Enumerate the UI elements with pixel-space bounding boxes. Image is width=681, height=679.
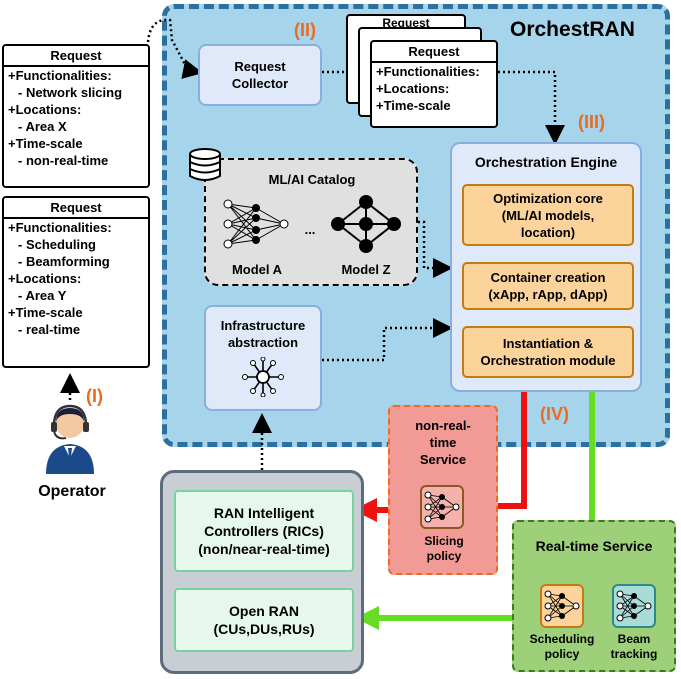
- arrow-infra-to-engine: [322, 318, 453, 362]
- request-collector: Request Collector: [198, 44, 322, 106]
- request-header: Request: [372, 42, 496, 63]
- request-line: +Functionalities:: [8, 220, 112, 235]
- arrow-catalog-to-engine: [418, 220, 453, 278]
- request-line: - non-real-time: [18, 153, 109, 168]
- scheduling-policy-box: [540, 584, 584, 628]
- request-line: +Functionalities:: [376, 64, 480, 79]
- engine-title: Orchestration Engine: [474, 154, 618, 170]
- request-line: +Time-scale: [8, 305, 83, 320]
- request-line: - Area X: [18, 119, 67, 134]
- beam-tracking-label: Beam tracking: [610, 632, 658, 661]
- stacked-request-header: Request: [382, 16, 430, 30]
- model-a-label: Model A: [231, 262, 283, 277]
- request-line: - Network slicing: [18, 85, 123, 100]
- request-line: - real-time: [18, 322, 81, 337]
- scheduling-policy-label: Scheduling policy: [529, 632, 595, 661]
- arrow-request-to-collector: [146, 18, 203, 79]
- request-line: - Scheduling: [18, 237, 96, 252]
- network-hub-icon: [242, 357, 284, 397]
- slicing-policy-label: Slicing policy: [424, 534, 464, 563]
- optimization-core-module: Optimization core (ML/AI models, locatio…: [462, 184, 634, 246]
- operator-icon: [46, 404, 94, 474]
- neural-network-icon: [424, 491, 460, 523]
- infrastructure-label: Infrastructure abstraction: [220, 318, 306, 350]
- request-lines: +Functionalities: +Locations: +Time-scale: [372, 63, 496, 114]
- request-card-1: Request +Functionalities: - Network slici…: [2, 44, 150, 188]
- request-header: Request: [4, 46, 148, 67]
- label-iii: (III): [578, 112, 605, 132]
- open-ran: Open RAN (CUs,DUs,RUs): [174, 588, 354, 652]
- stacked-request-front: Request +Functionalities: +Locations: +Tim…: [370, 40, 498, 128]
- label-iv: (IV): [540, 404, 569, 424]
- model-z-label: Model Z: [341, 262, 391, 277]
- neural-network-icon: [331, 195, 401, 253]
- request-line: +Locations:: [8, 271, 82, 286]
- rt-service-title: Real-time Service: [535, 538, 653, 554]
- label-i: (I): [86, 386, 103, 406]
- neural-network-icon: [544, 590, 580, 622]
- ran-intelligent-controllers: RAN Intelligent Controllers (RICs) (non/…: [174, 490, 354, 572]
- request-line: +Locations:: [8, 102, 82, 117]
- request-lines: +Functionalities: - Network slicing +Locat…: [4, 67, 148, 169]
- neural-network-icon: [616, 590, 652, 622]
- database-icon: [189, 148, 221, 181]
- request-line: +Functionalities:: [8, 68, 112, 83]
- request-line: +Time-scale: [8, 136, 83, 151]
- operator-label: Operator: [38, 483, 106, 500]
- request-lines: +Functionalities: - Scheduling - Beamformi…: [4, 219, 148, 338]
- request-line: - Area Y: [18, 288, 67, 303]
- catalog-title: ML/AI Catalog: [268, 172, 356, 187]
- request-line: - Beamforming: [18, 254, 110, 269]
- request-line: +Locations:: [376, 81, 450, 96]
- container-creation-module: Container creation (xApp, rApp, dApp): [462, 262, 634, 310]
- orchestran-title: OrchestRAN: [510, 18, 635, 41]
- beam-tracking-box: [612, 584, 656, 628]
- catalog-ellipsis: ...: [304, 222, 316, 237]
- instantiation-orchestration-module: Instantiation & Orchestration module: [462, 326, 634, 378]
- infrastructure-abstraction: Infrastructure abstraction: [204, 305, 322, 411]
- request-line: +Time-scale: [376, 98, 451, 113]
- slicing-policy-box: [420, 485, 464, 529]
- request-header: Request: [4, 198, 148, 219]
- label-ii: (II): [294, 20, 316, 40]
- arrow-stack-to-engine: [498, 70, 565, 145]
- nonrt-service-title: non-real- time Service: [415, 418, 471, 467]
- request-card-2: Request +Functionalities: - Scheduling - B…: [2, 196, 150, 368]
- neural-network-icon: [223, 199, 289, 249]
